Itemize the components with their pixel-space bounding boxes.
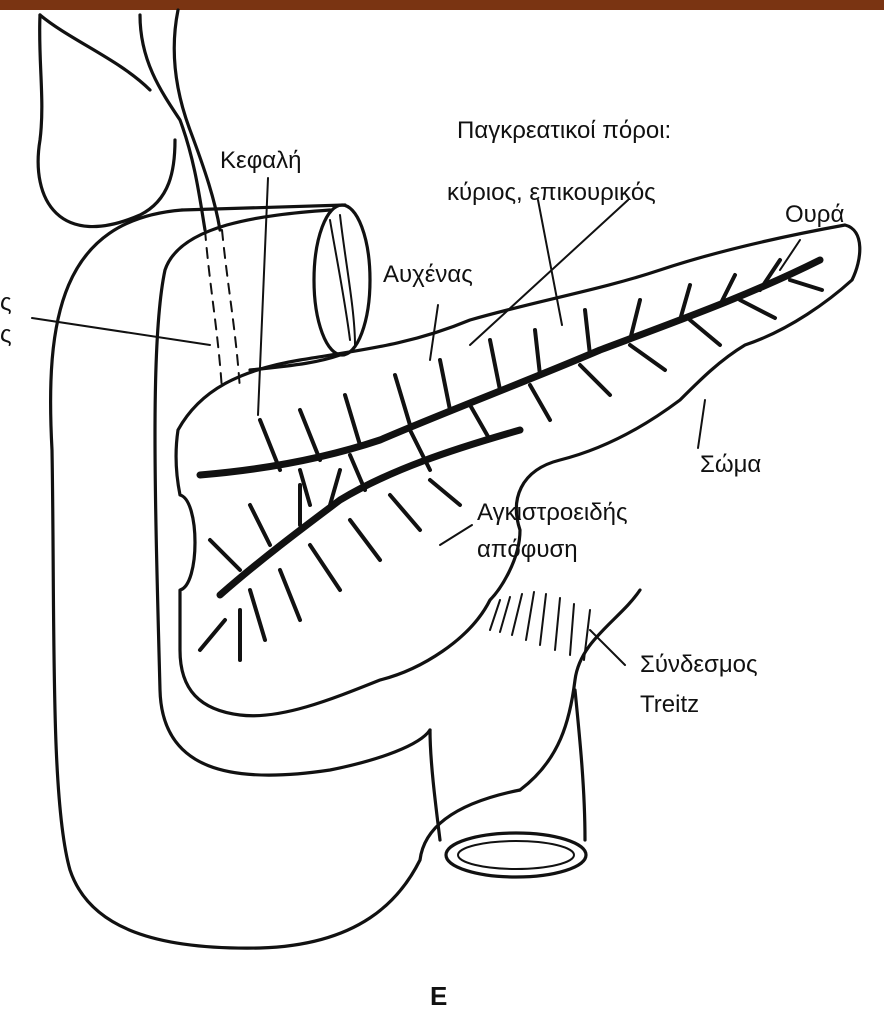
label-head: Κεφαλή (220, 147, 302, 174)
label-cut-left-2: ς (0, 321, 12, 348)
label-body: Σώμα (700, 451, 761, 478)
panel-letter: E (430, 981, 447, 1011)
label-cut-left-1: ς (0, 289, 12, 316)
label-ligament-line2: Treitz (640, 691, 699, 718)
label-ducts-line1: Παγκρεατικοί πόροι: (457, 117, 671, 144)
jejunum-ligament-treitz (430, 590, 640, 877)
label-ducts-line2: κύριος, επικουρικός (447, 179, 656, 206)
label-neck: Αυχένας (383, 261, 473, 288)
gallbladder-bile-duct (38, 10, 240, 390)
label-tail: Ουρά (785, 201, 844, 228)
label-uncinate-line2: απόφυση (477, 536, 578, 563)
label-ligament-line1: Σύνδεσμος (640, 651, 758, 678)
label-uncinate-line1: Αγκιστροειδής (477, 499, 628, 526)
